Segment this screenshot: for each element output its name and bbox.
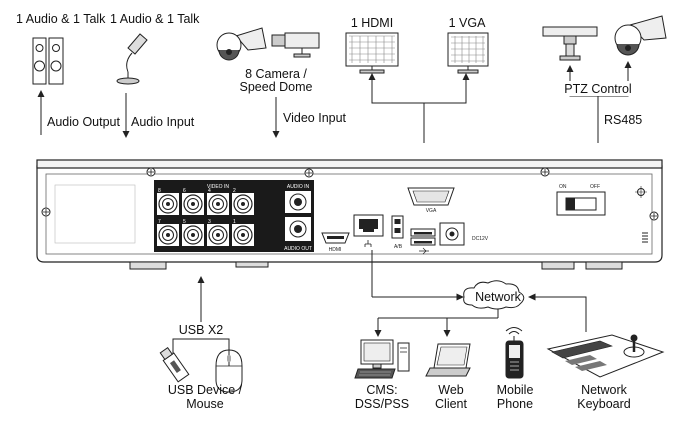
bnc-channel-label: 8 — [158, 188, 161, 194]
lan-port[interactable] — [353, 214, 384, 247]
bnc-connector[interactable] — [207, 224, 229, 246]
switch-off-label: OFF — [590, 184, 600, 190]
usb-bracket — [172, 338, 230, 354]
switch-on-label: ON — [559, 184, 567, 190]
dc-power-port[interactable]: DC12V — [439, 222, 489, 246]
ab-port-label: A/B — [394, 244, 403, 250]
ptz-dome-icon — [614, 15, 667, 56]
bnc-connector[interactable] — [157, 193, 179, 215]
keyboard-arrow — [528, 293, 536, 301]
vga-arrow — [462, 73, 470, 80]
camera-label-line1: 8 Camera / — [245, 67, 307, 81]
bnc-channel-label: 2 — [233, 188, 236, 194]
audio-out-jack[interactable] — [285, 217, 311, 241]
speed-dome-camera-icon — [216, 27, 267, 61]
audio-output-label: Audio Output — [47, 115, 120, 129]
audio-input-label: Audio Input — [131, 115, 195, 129]
vga-label: 1 VGA — [449, 16, 486, 30]
network-keyboard-icon — [546, 334, 665, 378]
vga-port-label: VGA — [426, 208, 437, 214]
keyboard-line — [530, 296, 587, 332]
mouse-icon — [215, 349, 243, 393]
video-input-label: Video Input — [283, 111, 347, 125]
microphone-icon — [116, 33, 148, 85]
audio-input-arrow — [122, 131, 130, 138]
bnc-connector[interactable] — [182, 193, 204, 215]
video-in-block: VIDEO IN AUDIO IN AUDIO OUT 8 6 4 2 7 5 3 1 — [154, 180, 314, 252]
mobile-label-line2: Phone — [497, 397, 533, 411]
bnc-channel-label: 5 — [183, 219, 186, 225]
bnc-connector[interactable] — [207, 193, 229, 215]
bnc-connector[interactable] — [157, 224, 179, 246]
bnc-connectors: 8 6 4 2 7 5 3 1 — [157, 188, 254, 246]
hdmi-arrow — [368, 73, 376, 80]
mobile-label-line1: Mobile — [497, 383, 534, 397]
ptz-arrow-right — [624, 61, 632, 68]
ptz-label-bg — [566, 81, 630, 96]
usb-x2-label: USB X2 — [179, 323, 224, 337]
usb-device-label-line2: Mouse — [186, 397, 224, 411]
hdmi-label: 1 HDMI — [351, 16, 393, 30]
ptz-control-label: PTZ Control — [564, 82, 631, 96]
hdmi-port-label: HDMI — [329, 247, 342, 253]
speaker-icon — [32, 37, 64, 85]
bnc-channel-label: 7 — [158, 219, 161, 225]
cms-label-line1: CMS: — [366, 383, 397, 397]
mobile-phone-icon — [505, 327, 524, 379]
bnc-channel-label: 4 — [208, 188, 211, 194]
audio-output-arrow — [37, 90, 45, 97]
bnc-connector[interactable] — [232, 224, 254, 246]
usb-device-label-line1: USB Device / — [168, 383, 243, 397]
laptop-icon — [425, 343, 471, 377]
bnc-channel-label: 6 — [183, 188, 186, 194]
ptz-camera-icon — [542, 26, 598, 61]
web-label-line1: Web — [438, 383, 464, 397]
audio-talk-right-label: 1 Audio & 1 Talk — [110, 12, 200, 26]
video-in-label: VIDEO IN — [207, 184, 229, 190]
cms-arrow — [374, 330, 382, 337]
bnc-connector[interactable] — [232, 193, 254, 215]
dc-port-label: DC12V — [472, 236, 489, 242]
web-arrow — [443, 330, 451, 337]
hdmi-monitor-icon — [345, 32, 399, 74]
camera-label-line2: Speed Dome — [240, 80, 313, 94]
display-bracket — [371, 74, 467, 104]
ptz-arrow-left — [566, 65, 574, 72]
hdmi-port[interactable]: HDMI — [321, 232, 350, 253]
audio-out-label: AUDIO OUT — [284, 246, 312, 252]
network-label: Network — [475, 290, 522, 304]
rs485-port[interactable]: A/B — [391, 215, 404, 250]
video-input-arrow — [272, 131, 280, 138]
audio-in-label: AUDIO IN — [287, 184, 310, 190]
cms-label-line2: DSS/PSS — [355, 397, 409, 411]
bnc-channel-label: 3 — [208, 219, 211, 225]
rs485-label: RS485 — [604, 113, 642, 127]
vga-port[interactable]: VGA — [407, 187, 455, 214]
usb-ports[interactable] — [410, 228, 436, 255]
box-camera-icon — [271, 32, 320, 58]
vga-monitor-icon — [447, 32, 489, 74]
keyboard-label-line1: Network — [581, 383, 628, 397]
lan-network-arrow — [456, 293, 464, 301]
keyboard-label-line2: Keyboard — [577, 397, 631, 411]
web-label-line2: Client — [435, 397, 467, 411]
audio-in-jack[interactable] — [285, 191, 311, 213]
power-switch[interactable]: ON OFF — [556, 184, 606, 216]
audio-talk-left-label: 1 Audio & 1 Talk — [16, 12, 106, 26]
network-cloud-icon — [463, 280, 525, 310]
desktop-pc-icon — [354, 339, 410, 379]
usb-stick-icon — [159, 346, 190, 383]
bnc-connector[interactable] — [182, 224, 204, 246]
bnc-channel-label: 1 — [233, 219, 236, 225]
usb-arrow — [197, 276, 205, 283]
